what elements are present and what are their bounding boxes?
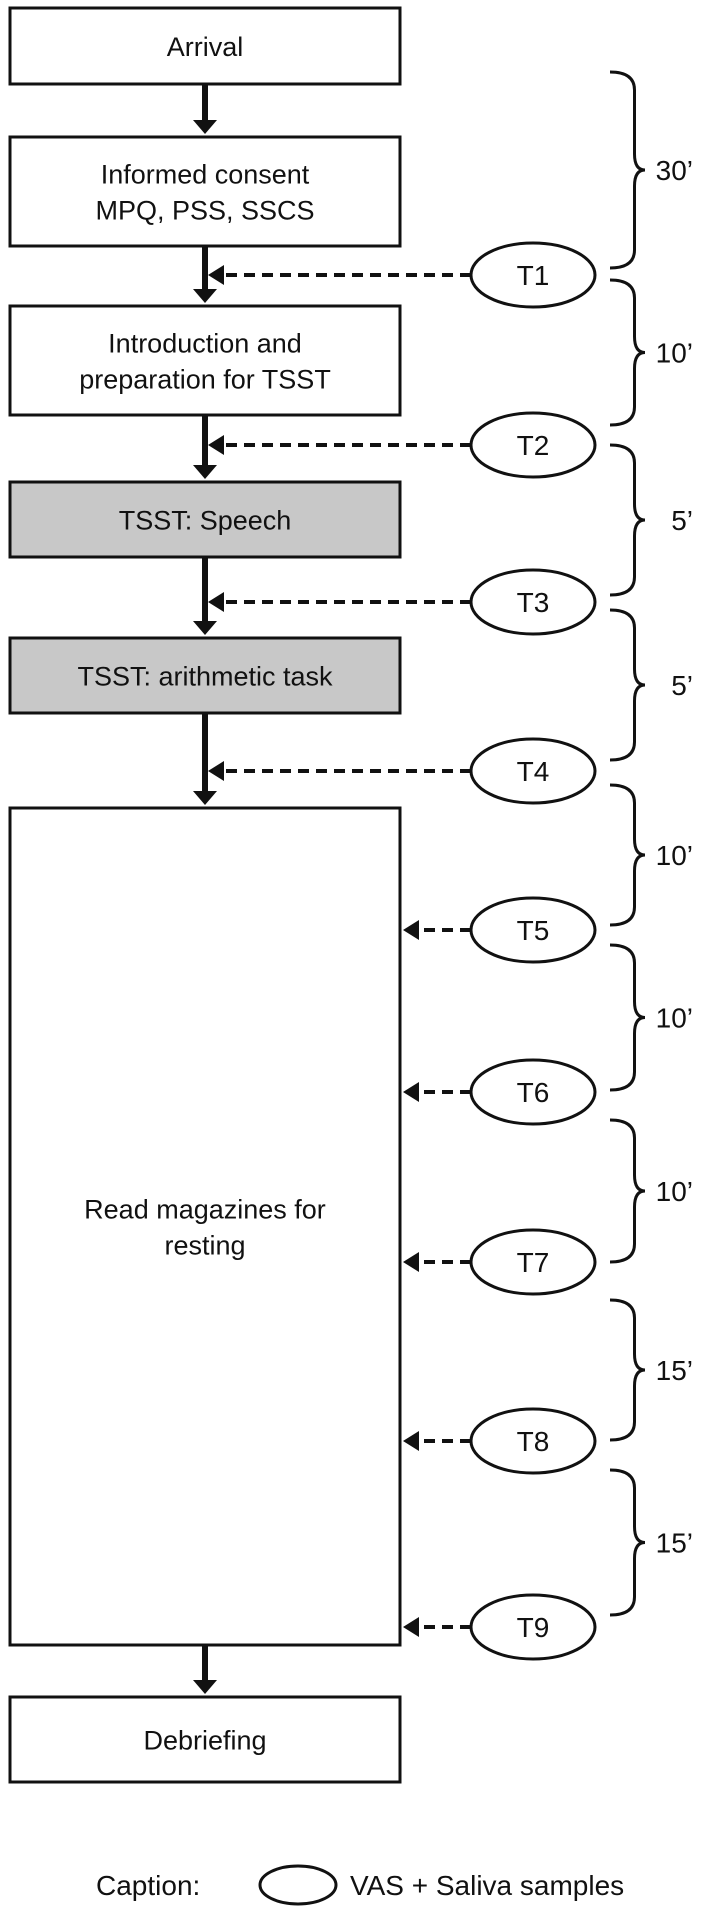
box-speech bbox=[8, 480, 402, 559]
box-consent-label: MPQ, PSS, SSCS bbox=[95, 196, 314, 226]
interval-duration-label: 10’ bbox=[656, 1176, 693, 1207]
caption-legend-text: VAS + Saliva samples bbox=[350, 1870, 624, 1901]
timepoint-label: T4 bbox=[517, 756, 550, 787]
interval-duration-label: 30’ bbox=[656, 155, 693, 186]
dashed-arrowhead bbox=[403, 1082, 419, 1102]
timepoint-oval bbox=[469, 1593, 597, 1661]
dashed-arrowhead bbox=[403, 1431, 419, 1451]
dashed-arrowhead bbox=[403, 920, 419, 940]
box-intro bbox=[8, 304, 402, 417]
dashed-arrowhead bbox=[208, 265, 224, 285]
timepoint-oval bbox=[469, 896, 597, 964]
flow-arrowhead bbox=[193, 120, 217, 134]
interval-duration-label: 10’ bbox=[656, 338, 693, 369]
box-rest bbox=[8, 806, 402, 1647]
timepoint-oval bbox=[469, 411, 597, 479]
timepoint-oval bbox=[469, 1228, 597, 1296]
interval-brace bbox=[609, 443, 646, 597]
timepoint-label: T6 bbox=[517, 1077, 550, 1108]
timepoint-oval bbox=[469, 241, 597, 309]
flow-arrowhead bbox=[193, 465, 217, 479]
box-debrief bbox=[8, 1695, 402, 1784]
interval-duration-label: 15’ bbox=[656, 1355, 693, 1386]
interval-duration-label: 10’ bbox=[656, 1003, 693, 1034]
interval-brace bbox=[609, 1118, 646, 1264]
interval-brace bbox=[609, 1298, 646, 1442]
dashed-arrowhead bbox=[403, 1617, 419, 1637]
box-rest-label: Read magazines for bbox=[84, 1195, 326, 1225]
box-rest-label: resting bbox=[164, 1231, 245, 1261]
caption-label: Caption: bbox=[96, 1870, 200, 1901]
timepoint-label: T3 bbox=[517, 587, 550, 618]
box-consent bbox=[8, 135, 402, 248]
timepoint-label: T7 bbox=[517, 1247, 550, 1278]
box-intro-label: Introduction and bbox=[108, 329, 302, 359]
interval-duration-label: 10’ bbox=[656, 840, 693, 871]
flow-arrowhead bbox=[193, 289, 217, 303]
box-speech-label: TSST: Speech bbox=[119, 506, 292, 536]
timepoint-oval bbox=[469, 1058, 597, 1126]
dashed-arrowhead bbox=[208, 761, 224, 781]
interval-duration-label: 5’ bbox=[671, 670, 693, 701]
box-arith-label: TSST: arithmetic task bbox=[77, 662, 333, 692]
interval-brace bbox=[609, 278, 646, 427]
box-arrival bbox=[8, 6, 402, 86]
timepoint-oval bbox=[469, 737, 597, 805]
timepoint-label: T8 bbox=[517, 1426, 550, 1457]
timepoint-label: T2 bbox=[517, 430, 550, 461]
timepoint-oval bbox=[469, 568, 597, 636]
dashed-arrowhead bbox=[208, 592, 224, 612]
dashed-arrowhead bbox=[403, 1252, 419, 1272]
timepoint-oval bbox=[469, 1407, 597, 1475]
timepoint-label: T5 bbox=[517, 915, 550, 946]
interval-duration-label: 15’ bbox=[656, 1528, 693, 1559]
interval-duration-label: 5’ bbox=[671, 505, 693, 536]
flow-arrowhead bbox=[193, 791, 217, 805]
interval-brace bbox=[609, 608, 646, 762]
interval-brace bbox=[609, 70, 646, 270]
box-consent-label: Informed consent bbox=[101, 160, 310, 190]
timepoint-label: T1 bbox=[517, 260, 550, 291]
flow-arrowhead bbox=[193, 621, 217, 635]
dashed-arrowhead bbox=[208, 435, 224, 455]
flow-arrowhead bbox=[193, 1680, 217, 1694]
interval-brace bbox=[609, 1468, 646, 1617]
caption-oval-icon bbox=[258, 1864, 338, 1906]
box-arrival-label: Arrival bbox=[167, 32, 244, 62]
box-debrief-label: Debriefing bbox=[143, 1726, 266, 1756]
interval-brace bbox=[609, 783, 646, 927]
box-intro-label: preparation for TSST bbox=[79, 365, 331, 395]
timepoint-label: T9 bbox=[517, 1612, 550, 1643]
interval-brace bbox=[609, 943, 646, 1092]
